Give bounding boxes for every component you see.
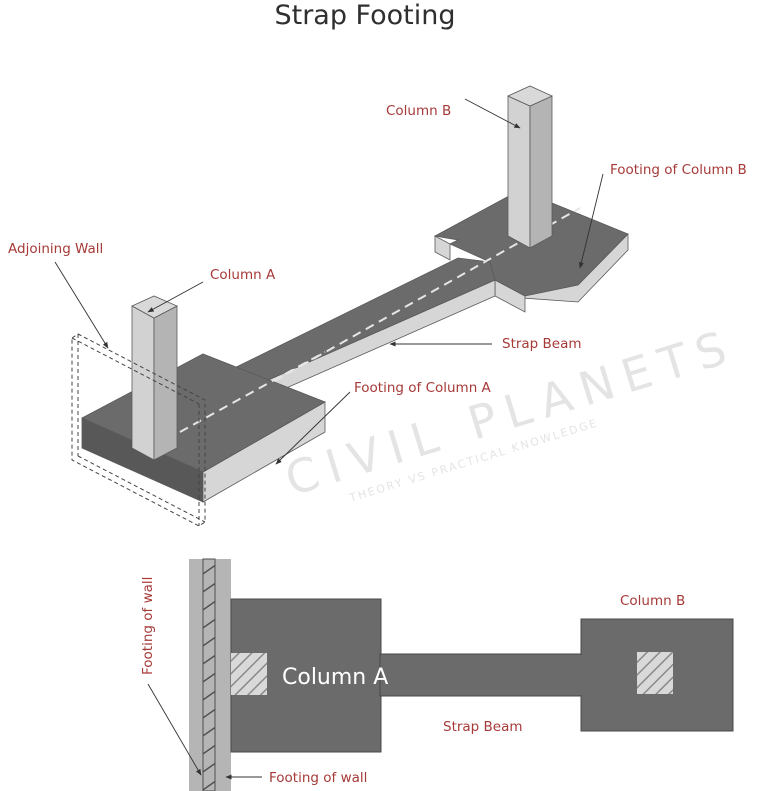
plan-label-column-a: Column A [282, 665, 388, 690]
column-b [507, 85, 553, 249]
label-column-b: Column B [386, 103, 451, 119]
plan-strap-beam [379, 653, 583, 697]
column-a [131, 295, 178, 461]
label-footing-column-a: Footing of Column A [354, 380, 492, 396]
page-title: Strap Footing [274, 0, 455, 31]
plan-label-footing-of-wall-bottom: Footing of wall [269, 770, 367, 786]
plan-label-footing-of-wall-vertical: Footing of wall [140, 577, 156, 675]
label-column-a: Column A [210, 267, 276, 283]
adjoining-wall [71, 333, 206, 527]
wall-hatch [202, 558, 216, 791]
isometric-view: CIVIL PLANETS THEORY VS PRACTICAL KNOWLE… [8, 85, 747, 527]
label-strap-beam: Strap Beam [502, 336, 582, 352]
label-footing-column-b: Footing of Column B [610, 162, 747, 178]
plan-column-a-hatch [231, 653, 267, 695]
plan-view: Column A Column B Strap Beam Footing of … [140, 558, 734, 791]
plan-column-b-hatch [637, 652, 673, 694]
plan-label-column-b: Column B [620, 593, 685, 609]
plan-label-strap-beam: Strap Beam [443, 719, 523, 735]
label-adjoining-wall: Adjoining Wall [8, 241, 103, 257]
